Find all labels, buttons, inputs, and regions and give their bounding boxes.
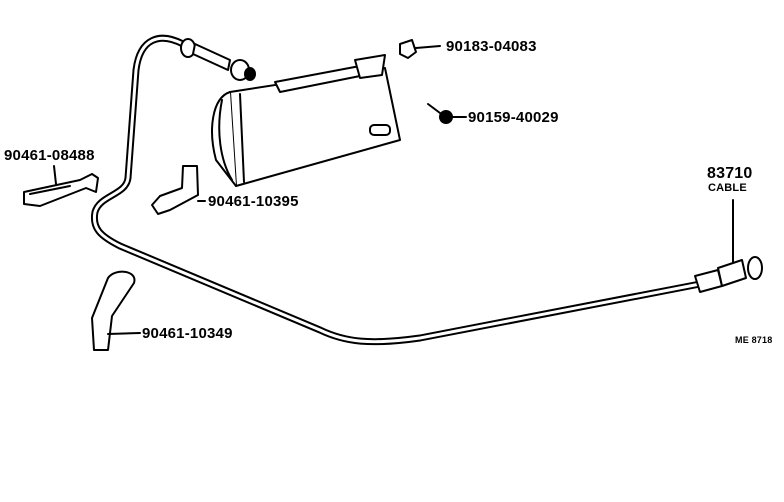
label-83710: 83710 — [707, 165, 753, 182]
drawing-code: ME 8718 — [735, 335, 773, 345]
clamp-90461-08488 — [23, 165, 99, 207]
label-90461-10349: 90461-10349 — [142, 325, 233, 342]
clamp-90461-10395 — [151, 165, 206, 215]
cable-upper-fitting — [180, 38, 256, 81]
label-90461-10395: 90461-10395 — [208, 193, 299, 210]
label-90159-40029: 90159-40029 — [468, 109, 559, 126]
speedometer-cable — [90, 34, 704, 346]
screw-90159 — [427, 103, 467, 124]
clamp-90461-10349 — [91, 270, 141, 351]
label-90461-08488: 90461-08488 — [4, 147, 95, 164]
cable-meter-end — [694, 199, 763, 293]
meter-housing — [211, 54, 401, 187]
label-90183-04083: 90183-04083 — [446, 38, 537, 55]
clip-90183 — [399, 39, 441, 59]
label-cable: CABLE — [708, 182, 747, 194]
